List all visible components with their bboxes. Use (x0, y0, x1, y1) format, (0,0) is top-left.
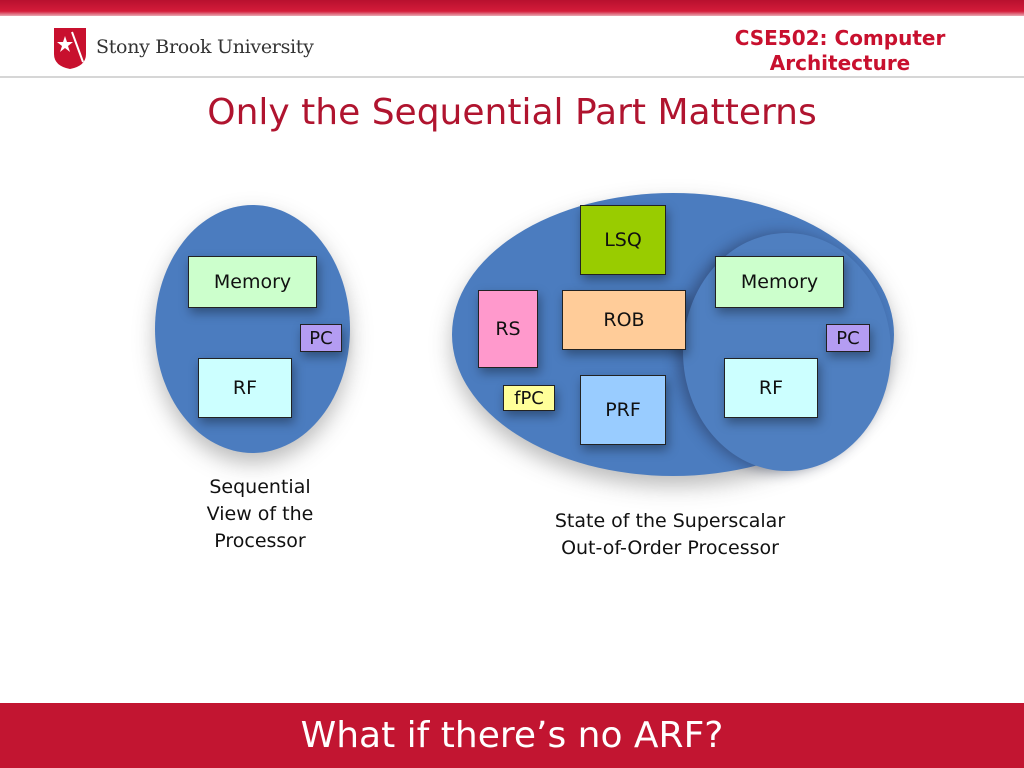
left-caption-line-2: View of the (206, 503, 314, 525)
rs-box: RS (478, 290, 538, 368)
fpc-box: fPC (503, 385, 555, 411)
slide-title: Only the Sequential Part Matterns (207, 92, 817, 133)
shield-icon (54, 28, 86, 69)
right-caption: State of the Superscalar Out-of-Order Pr… (510, 508, 830, 562)
footer-bar: What if there’s no ARF? (0, 703, 1024, 768)
prf-box: PRF (580, 375, 666, 445)
header-divider (0, 76, 1024, 78)
course-title-line-1: CSE502: Computer (734, 26, 946, 50)
right-rf-box: RF (724, 358, 818, 418)
left-pc-box: PC (300, 324, 342, 352)
right-caption-line-1: State of the Superscalar (554, 510, 786, 532)
left-caption-line-3: Processor (214, 530, 306, 552)
left-caption-line-1: Sequential (209, 476, 311, 498)
university-logo: Stony Brook University (52, 26, 322, 72)
right-memory-box: Memory (715, 256, 844, 308)
left-memory-box: Memory (188, 256, 317, 308)
top-accent-bar (0, 0, 1024, 16)
right-caption-line-2: Out-of-Order Processor (561, 537, 779, 559)
footer-question: What if there’s no ARF? (300, 715, 724, 756)
university-name: Stony Brook University (96, 36, 314, 58)
course-title-line-2: Architecture (769, 51, 911, 75)
left-caption: Sequential View of the Processor (160, 474, 360, 555)
course-title: CSE502: Computer Architecture (720, 26, 960, 76)
lsq-box: LSQ (580, 205, 666, 275)
left-rf-box: RF (198, 358, 292, 418)
rob-box: ROB (562, 290, 686, 350)
right-pc-box: PC (826, 324, 870, 352)
